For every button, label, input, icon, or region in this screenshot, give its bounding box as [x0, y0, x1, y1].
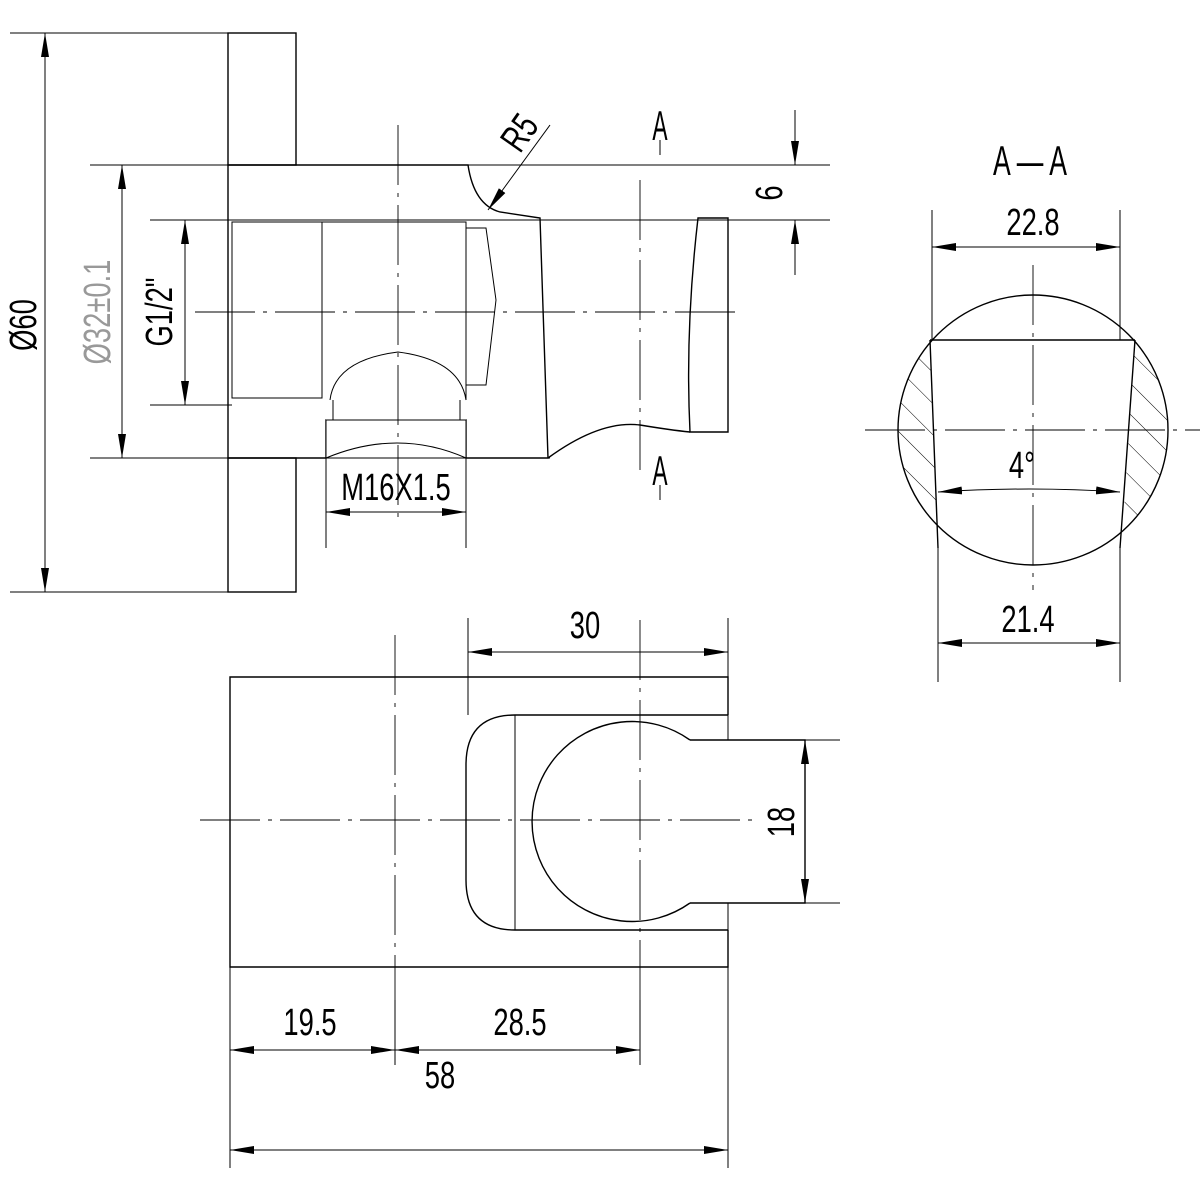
outlet-arch: [329, 351, 467, 401]
holder-ring: [531, 720, 691, 923]
section-marker-top: A: [652, 104, 668, 150]
section-view: Ø60 Ø32±0.1 G1/2" R5 6 M16X1.5 A A: [3, 32, 830, 593]
dim-thickness-6: 6: [749, 185, 791, 200]
section-marker-bottom: A: [652, 449, 668, 495]
dim-radius-r5: R5: [493, 107, 548, 160]
dim-arm-height: 18: [761, 807, 803, 837]
dim-taper-angle: 4°: [1009, 445, 1035, 487]
dim-offset-mid: 28.5: [493, 1002, 546, 1044]
wall-bottom: [227, 457, 297, 593]
dim-top-width: 22.8: [1006, 202, 1059, 244]
wall-top: [227, 32, 297, 166]
section-title: A — A: [993, 138, 1067, 185]
dim-total-length: 58: [425, 1055, 455, 1097]
inlet-bore: [231, 221, 323, 399]
dim-holder-width: 30: [570, 605, 600, 647]
dim-offset-left: 19.5: [283, 1002, 336, 1044]
dim-diameter-60: Ø60: [3, 299, 45, 351]
dim-thread-g12: G1/2": [139, 277, 181, 346]
top-view: 30 18 19.5 28.5 58: [200, 605, 840, 1168]
holder-body: [465, 714, 728, 931]
ring-section: [687, 217, 729, 433]
dim-thread-m16: M16X1.5: [341, 467, 451, 509]
section-a-a: A — A 22.8 4° 21.4: [865, 138, 1200, 682]
dim-diameter-32: Ø32±0.1: [77, 260, 119, 365]
base-plate: [229, 676, 729, 968]
dim-bottom-width: 21.4: [1001, 599, 1054, 641]
